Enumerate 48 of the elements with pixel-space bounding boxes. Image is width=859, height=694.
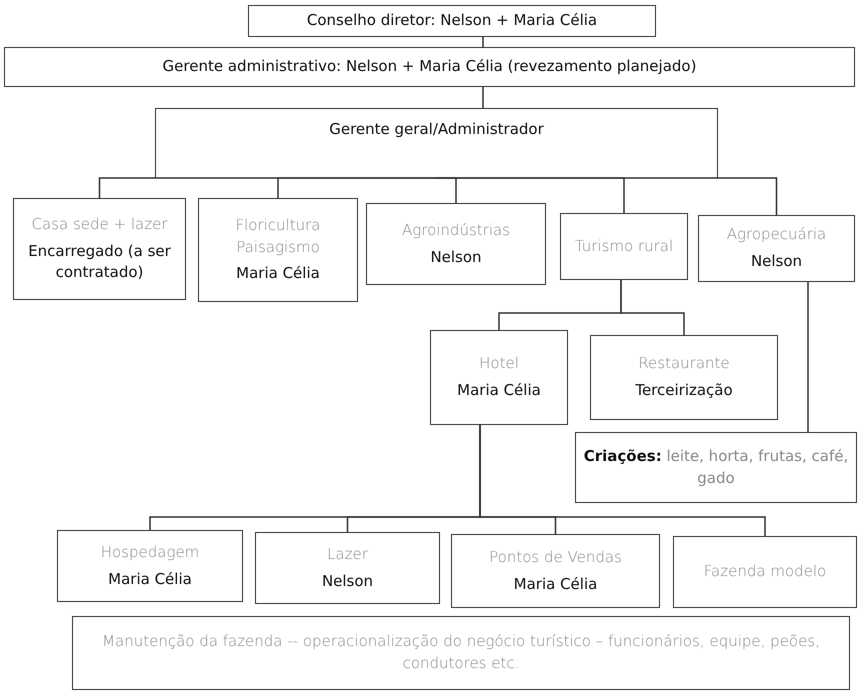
node-person: Maria Célia	[457, 380, 541, 401]
node-title: Manutenção da fazenda -- operacionalização do negócio turístico – funcionários, equipe, peões, condutores etc.	[101, 631, 821, 674]
node-title: Pontos de Vendas	[489, 546, 622, 568]
org-box	[4, 47, 855, 87]
org-box	[72, 616, 850, 690]
node-title: Casa sede + lazer	[32, 214, 168, 235]
node-person: Terceirização	[635, 380, 733, 401]
node-title: Lazer	[327, 544, 368, 565]
connector-line	[807, 282, 809, 432]
org-box	[366, 203, 546, 285]
org-box	[13, 198, 186, 300]
org-box	[255, 532, 440, 604]
org-box	[155, 108, 718, 178]
node-title: Restaurante	[638, 353, 730, 374]
connector-line	[479, 425, 766, 536]
node-title: Agropecuária	[726, 224, 826, 246]
connector-line	[482, 87, 484, 108]
connector-line	[620, 280, 685, 335]
org-box	[430, 330, 568, 425]
node-title: Turismo rural	[574, 236, 674, 257]
node-person: Nelson	[322, 570, 374, 592]
node-title: Hotel	[479, 353, 519, 374]
org-box	[57, 530, 243, 602]
node-title: Fazenda modelo	[704, 561, 826, 582]
node-text: Criações: leite, horta, frutas, café, gado	[582, 446, 850, 488]
org-box	[198, 198, 358, 302]
node-person: Maria Célia	[236, 263, 320, 284]
connector-line	[277, 177, 437, 198]
node-title: Floricultura Paisagismo	[234, 214, 322, 258]
org-box	[560, 213, 688, 280]
org-box	[673, 536, 857, 608]
org-box	[698, 215, 855, 282]
org-box	[590, 335, 778, 420]
node-title: Conselho diretor: Nelson + Maria Célia	[306, 10, 598, 32]
node-person: Nelson	[430, 246, 482, 268]
node-person: Maria Célia	[108, 568, 192, 590]
node-title: Hospedagem	[100, 542, 200, 563]
node-person: Encarregado (a ser contratado)	[27, 240, 172, 284]
org-box	[451, 534, 660, 608]
connector-line	[435, 177, 778, 215]
node-title: Agroindústrias	[402, 220, 510, 241]
node-person: Nelson	[750, 251, 802, 272]
org-box	[248, 5, 656, 37]
node-title: Gerente administrativo: Nelson + Maria Célia (revezamento planejado)	[162, 56, 696, 78]
org-box	[575, 432, 857, 503]
connector-line	[482, 37, 484, 47]
node-person: Maria Célia	[514, 574, 598, 594]
node-title: Gerente geral/Administrador	[329, 119, 544, 140]
